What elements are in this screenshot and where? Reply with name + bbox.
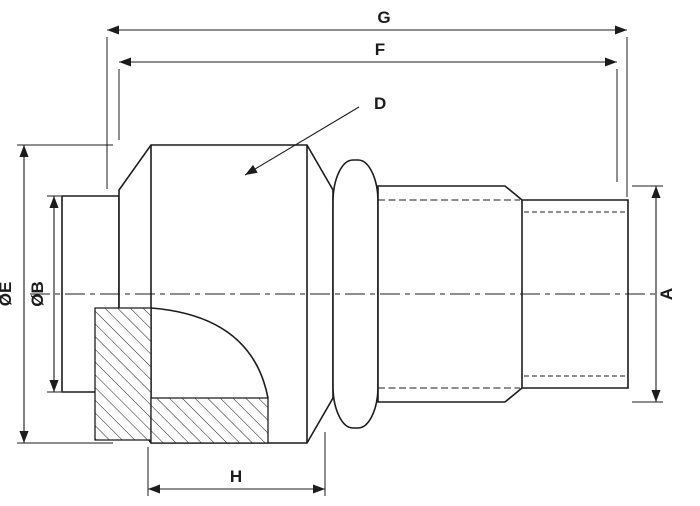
- fitting-body: [61, 144, 629, 444]
- dimension-g-label: G: [377, 8, 390, 27]
- dimension-F: F: [118, 40, 618, 182]
- internal-cavity-curve: [150, 307, 269, 399]
- dimension-A: A: [632, 185, 676, 403]
- section-hatch-bottom-wall: [150, 397, 269, 444]
- dimension-f-label: F: [375, 40, 385, 59]
- dimension-D-leader: D: [244, 94, 386, 176]
- dimension-E: ØE: [0, 144, 113, 444]
- dimension-G: G: [106, 8, 628, 197]
- dimension-e-label: ØE: [0, 282, 15, 307]
- dimension-a-label: A: [657, 288, 676, 300]
- dimension-B: ØB: [28, 195, 61, 393]
- dimension-b-label: ØB: [28, 281, 47, 307]
- dimension-d-label: D: [374, 94, 386, 113]
- dimension-h-label: H: [230, 467, 242, 486]
- dimension-H: H: [147, 432, 326, 496]
- section-hatch-back-wall: [94, 307, 152, 441]
- section-cutaway: [94, 307, 269, 444]
